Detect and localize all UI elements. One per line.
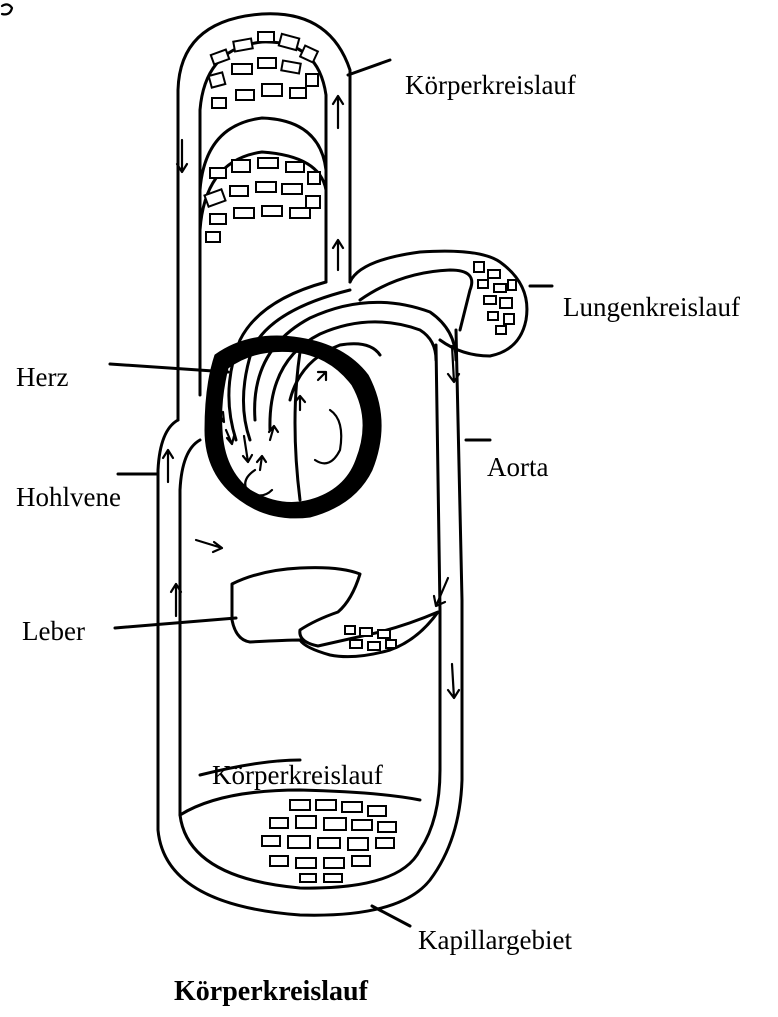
pointer-heart	[110, 364, 228, 372]
pointer-capillary	[372, 906, 410, 926]
pointer-top-body	[348, 60, 390, 75]
label-heart: Herz	[16, 362, 68, 392]
label-aorta: Aorta	[487, 452, 548, 482]
pointer-liver	[115, 618, 236, 628]
label-top-body-circulation: Körperkreislauf	[405, 70, 576, 100]
liver-shape	[232, 568, 438, 657]
label-vena-cava: Hohlvene	[16, 482, 121, 512]
label-pulmonary-circulation: Lungenkreislauf	[563, 292, 740, 322]
lower-capillary-bed	[262, 800, 396, 882]
label-capillary-area: Kapillargebiet	[418, 925, 572, 955]
lung-capillary-bed	[474, 262, 516, 334]
label-lower-body-circulation: Körperkreislauf	[212, 760, 383, 790]
top-left-fragment	[2, 4, 12, 14]
diagram-caption: Körperkreislauf	[174, 976, 368, 1008]
label-liver: Leber	[22, 616, 85, 646]
